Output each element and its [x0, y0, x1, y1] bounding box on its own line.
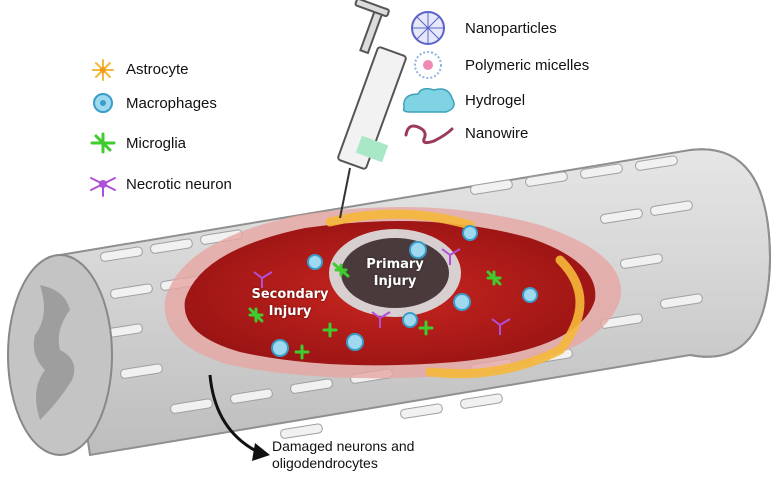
grey-matter — [33, 285, 75, 420]
syringe — [337, 0, 407, 219]
outcome-arrowhead — [252, 443, 270, 461]
legend-label-hydrogel: Hydrogel — [465, 92, 526, 109]
secondary-injury-line1: Secondary — [251, 287, 329, 302]
micelle-icon — [414, 51, 442, 79]
necrotic-neuron-icon — [90, 177, 116, 197]
legend-label-nanoparticles: Nanoparticles — [465, 20, 557, 37]
microglia-cells — [248, 262, 502, 360]
legend-label-astrocyte: Astrocyte — [126, 61, 189, 78]
hydrogel-icon — [402, 87, 455, 113]
legend-label-necrotic-neuron: Necrotic neuron — [126, 176, 232, 193]
legend-label-nanowire: Nanowire — [465, 125, 529, 142]
macrophage-cells — [271, 225, 538, 357]
outcome-caption: Damaged neurons and oligodendrocytes — [272, 438, 414, 472]
outcome-line1: Damaged neurons and — [272, 438, 415, 454]
macrophage-icon — [93, 93, 113, 113]
injury-region — [164, 207, 621, 379]
primary-injury-label: Primary Injury — [355, 256, 435, 290]
primary-injury-line2: Injury — [373, 274, 417, 289]
microglia-icon — [90, 132, 116, 154]
secondary-injury-label: Secondary Injury — [240, 286, 340, 320]
nanowire-icon — [404, 124, 454, 145]
primary-injury-line1: Primary — [366, 257, 424, 272]
legend-label-microglia: Microglia — [126, 135, 187, 152]
secondary-injury-line2: Injury — [268, 304, 312, 319]
astrocyte-scar — [325, 209, 585, 379]
nanoparticle-icon — [411, 11, 445, 45]
legend-label-macrophages: Macrophages — [126, 95, 217, 112]
legend-label-polymeric-micelles: Polymeric micelles — [465, 57, 590, 74]
outcome-arrow — [208, 374, 259, 454]
outcome-line2: oligodendrocytes — [272, 455, 378, 471]
necrotic-neuron-cells — [253, 248, 511, 335]
astrocyte-icon — [92, 59, 114, 81]
